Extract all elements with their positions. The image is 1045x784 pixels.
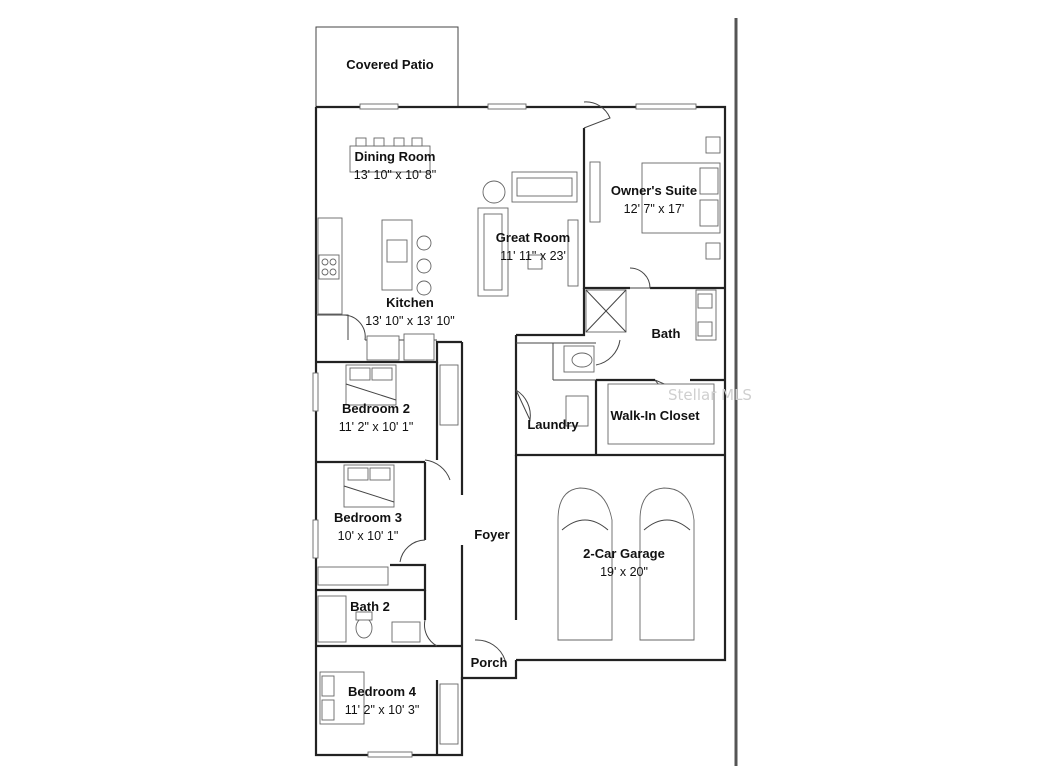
porch-label: Porch <box>471 655 508 670</box>
owners-suite-size: 12' 7" x 17' <box>624 202 685 216</box>
bedroom-3-bed-icon <box>317 464 395 586</box>
windows <box>312 103 697 758</box>
laundry-label: Laundry <box>527 417 579 432</box>
dining-table-icon <box>349 137 431 173</box>
bed-icon <box>589 136 721 260</box>
covered-patio-label: Covered Patio <box>346 57 433 72</box>
shower-icon <box>585 289 717 341</box>
kitchen-label: Kitchen <box>386 295 434 310</box>
foyer-label: Foyer <box>474 527 509 542</box>
bedroom-4-label: Bedroom 4 <box>348 684 417 699</box>
garage-label: 2-Car Garage <box>583 546 665 561</box>
great-room-size: 11' 11" x 23' <box>500 249 566 263</box>
bath-2-fixtures-icon <box>317 595 421 643</box>
walk-in-closet-label: Walk-In Closet <box>610 408 700 423</box>
sofa-icon <box>477 171 579 297</box>
bedroom-4-bed-icon <box>319 671 459 745</box>
watermark: Stellar MLS <box>668 386 752 404</box>
garage-size: 19' x 20" <box>600 565 648 579</box>
bath-2-label: Bath 2 <box>350 599 390 614</box>
bedroom-2-label: Bedroom 2 <box>342 401 410 416</box>
kitchen-island-icon <box>381 219 432 296</box>
kitchen-counter-icon <box>317 217 435 361</box>
kitchen-size: 13' 10" x 13' 10" <box>365 314 454 328</box>
toilet-icon <box>563 345 595 427</box>
bedroom-3-size: 10' x 10' 1" <box>338 529 399 543</box>
dining-room-label: Dining Room <box>355 149 436 164</box>
bedroom-4-size: 11' 2" x 10' 3" <box>345 703 420 717</box>
owner-bath-label: Bath <box>652 326 681 341</box>
dining-room-size: 13' 10" x 10' 8" <box>354 168 436 182</box>
bedroom-2-size: 11' 2" x 10' 1" <box>339 420 414 434</box>
covered-patio-outline <box>315 26 459 107</box>
car-icon <box>557 487 695 641</box>
bedroom-2-bed-icon <box>345 364 459 426</box>
bedroom-3-label: Bedroom 3 <box>334 510 402 525</box>
closet-shelf-icon <box>607 383 715 445</box>
owners-suite-label: Owner's Suite <box>611 183 697 198</box>
great-room-label: Great Room <box>496 230 570 245</box>
